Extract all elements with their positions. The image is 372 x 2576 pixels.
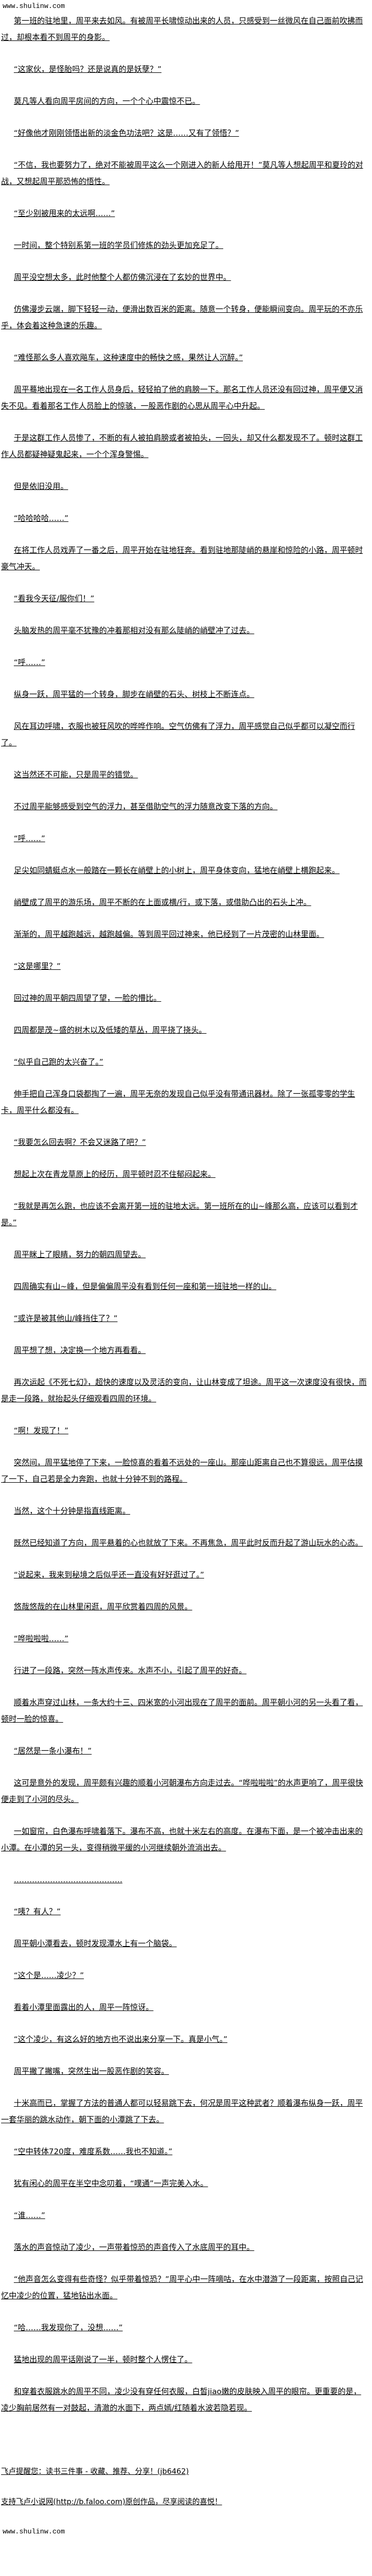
paragraph: 四周都是茂~盛的树木以及低矮的草丛，周平挠了挠头。	[14, 1026, 207, 1035]
paragraph: 周平想了想，决定换一个地方再看看。	[14, 1346, 146, 1355]
paragraph: 纵身一跃，周平猛的一个转身，脚步在峭壁的石头、树枝上不断连点。	[14, 690, 255, 699]
site-header: www.shulinw.com	[3, 2, 65, 10]
paragraph: 伸手把自己浑身口袋都掏了一遍，周平无奈的发现自己似乎没有带通讯器材。除了一张孤零…	[1, 1090, 356, 1115]
paragraph: 周平没空想太多，此时他整个人都仿佛沉浸在了玄妙的世界中。	[14, 273, 231, 282]
paragraph: 看着小潭里面露出的人，周平一阵惊讶。	[14, 2003, 154, 2012]
paragraph: “哗啦啦啦……”	[14, 1634, 69, 1643]
paragraph: 一如窗帘，白色瀑布呼啸着落下。瀑布不高，也就十米左右的高度。在瀑布下面，是一个被…	[1, 1827, 363, 1852]
paragraph: 这可是意外的发现，周平颇有兴趣的顺着小河朝瀑布方向走过去。“哗啦啦啦”的水声更响…	[1, 1779, 363, 1804]
paragraph: 周平撇了撇嘴，突然生出一股恶作剧的笑容。	[14, 2067, 169, 2076]
paragraph: 不过周平能够感受到空气的浮力，甚至借助空气的浮力随意改变下落的方向。	[14, 802, 278, 811]
paragraph: 莫凡等人看向周平房间的方向，一个个心中震惊不已。	[14, 97, 200, 106]
paragraph: 足尖如同蜻蜓点水一般踏在一颗长在峭壁上的小树上，周平身体变向，猛地在峭壁上横跑起…	[14, 866, 340, 875]
paragraph: 既然已经知道了方向，周平悬着的心也就放了下来。不再焦急，周平此时反而升起了游山玩…	[14, 1539, 363, 1548]
paragraph: “不信，我也要努力了，绝对不能被周平这么一个刚进入的新人给甩开！”莫凡等人想起周…	[1, 161, 363, 186]
paragraph: 周平朝小潭看去，顿时发现潭水上有一个脑袋。	[14, 1939, 177, 1948]
paragraph: “我要怎么回去啊？不会又迷路了吧？”	[14, 1138, 146, 1147]
paragraph: 落水的声音惊动了凌少，一声带着惊恐的声音传入了水底周平的耳中。	[14, 2243, 255, 2252]
paragraph: “似乎自己跑的太兴奋了。”	[14, 1058, 104, 1067]
paragraph: “看我今天征/服你们！”	[14, 594, 95, 603]
paragraph: “说起来，我来到秘境之后似乎还一直没有好好逛过了。”	[14, 1570, 205, 1580]
paragraph: 这当然还不可能，只是周平的错觉。	[14, 770, 138, 779]
empty-paragraph	[0, 2432, 372, 2448]
paragraph: “难怪那么多人喜欢飚车，这种速度中的畅快之感，果然让人沉醉。”	[14, 353, 243, 362]
paragraph: 周平蓦地出现在一名工作人员身后，轻轻拍了他的肩膀一下。那名工作人员还没有回过神，…	[1, 385, 363, 411]
paragraph: 于是这群工作人员惨了，不断的有人被拍肩膀或者被拍头，一回头，却又什么都发现不了。…	[1, 434, 363, 459]
faloo-support-link[interactable]: 支持飞卢小说网(http://b.faloo.com)原创作品，尽享阅读的喜悦！	[1, 2498, 222, 2506]
chapter-content: 第一班的驻地里，周平来去如风。有被周平长啸惊动出来的人员，只感受到一丝微风在自己…	[0, 13, 368, 2416]
paragraph: 顺着水声穿过山林，一条大约十三、四米宽的小河出现在了周平的面前。周平朝小河的另一…	[1, 1698, 363, 1724]
paragraph: “哈哈哈哈……”	[14, 514, 69, 523]
paragraph: 猛地出现的周平话刚说了一半，顿时整个人愣住了。	[14, 2355, 192, 2364]
paragraph: “至少别被甩来的太远啊……”	[14, 209, 115, 218]
paragraph: 峭壁成了周平的游乐场，周平不断的在上面或横/行，或下落，或借助凸出的石头上冲。	[14, 898, 311, 907]
paragraph: “他声音怎么变得有些奇怪？似乎带着惊恐？”周平心中一阵嘀咕，在水中潜游了一段距离…	[1, 2275, 363, 2300]
paragraph: “我就是再怎么跑，也应该不会离开第一班的驻地太远。第一班所在的山~峰那么高，应该…	[1, 1202, 358, 1227]
paragraph: “这是哪里？”	[14, 962, 61, 971]
paragraph: “谁……”	[14, 2211, 45, 2220]
paragraph: “咦？有人？”	[14, 1907, 61, 1916]
paragraph: 想起上次在青龙草原上的经历，周平顿时忍不住郁闷起来。	[14, 1170, 216, 1179]
paragraph: “呼……”	[14, 658, 45, 667]
paragraph: 一时间，整个特别系第一班的学员们修炼的劲头更加充足了。	[14, 241, 224, 250]
paragraph: 当然，这个十分钟是指直线距离。	[14, 1507, 130, 1516]
paragraph: 悠哉悠哉的在山林里闲逛，周平欣赏着四周的风景。	[14, 1602, 192, 1611]
paragraph: “这个是……凌少？”	[14, 1971, 84, 1980]
paragraph: 渐渐的，周平越跑越远，越跑越偏。等到周平回过神来，他已经到了一片茂密的山林里面。	[14, 930, 324, 939]
paragraph: ……………………………………	[14, 1875, 123, 1884]
paragraph: 十米高而已，掌握了方法的普通人都可以轻易跳下去，何况是周平这种武者？顺着瀑布纵身…	[1, 2099, 363, 2124]
paragraph: 第一班的驻地里，周平来去如风。有被周平长啸惊动出来的人员，只感受到一丝微风在自己…	[1, 16, 363, 42]
paragraph: “这个凌少，有这么好的地方也不说出来分享一下。真是小气。”	[14, 2035, 227, 2044]
paragraph: 回过神的周平朝四周望了望，一脸的懵比。	[14, 994, 162, 1003]
paragraph: “啊！发现了！”	[14, 1426, 69, 1435]
paragraph: 在将工作人员戏弄了一番之后，周平开始在驻地狂奔。看到驻地那陡峭的悬崖和惊险的小路…	[1, 546, 363, 571]
paragraph: 再次运起《不死七幻》，超快的速度以及灵活的变向，让山林变成了坦途。周平这一次速度…	[1, 1378, 367, 1403]
paragraph: 和穿着衣服跳水的周平不同，凌少没有穿任何衣服，白皙jiao嫩的皮肤映入周平的眼帘…	[1, 2387, 361, 2413]
paragraph: “好像他才刚刚领悟出新的淡金色功法吧？这是……又有了领悟？”	[14, 129, 239, 138]
paragraph: 但是依旧没用。	[14, 482, 69, 491]
paragraph: 风在耳边呼啸，衣服也被狂风吹的哗哗作响。空气仿佛有了浮力，周平感觉自己似乎都可以…	[1, 722, 356, 747]
paragraph: 犹有闲心的周平在半空中念叨着，“噗通”一声完美入水。	[14, 2179, 208, 2188]
paragraph: 头脑发热的周平毫不犹豫的冲着那相对没有那么陡峭的峭壁冲了过去。	[14, 626, 255, 635]
paragraph: “或许是被其他山/峰挡住了？”	[14, 1314, 118, 1323]
paragraph: “这家伙，是怪胎吗？还是说真的是妖孽？”	[14, 65, 162, 74]
faloo-reminder: 飞卢提醒您：读书三件事 - 收藏、推荐、分享！(jb6462)	[1, 2467, 189, 2476]
paragraph: 周平眯上了眼睛，努力的朝四周望去。	[14, 1250, 146, 1259]
paragraph: “居然是一条小瀑布！”	[14, 1747, 92, 1756]
paragraph: 突然间，周平猛地停了下来，一脸惊喜的看着不远处的一座山。那座山距离自己也不算很远…	[1, 1458, 363, 1484]
paragraph: 仿佛漫步云端，脚下轻轻一动，便滑出数百米的距离。随意一个转身，便能瞬间变向。周平…	[1, 305, 363, 330]
paragraph: “空中转体720度，难度系数……我也不知道。”	[14, 2147, 173, 2156]
paragraph: 行进了一段路，突然一阵水声传来。水声不小，引起了周平的好奇。	[14, 1666, 247, 1675]
paragraph: 四周确实有山~峰，但是偏偏周平没有看到任何一座和第一班驻地一样的山。	[14, 1282, 276, 1291]
paragraph: “呼……”	[14, 834, 45, 843]
paragraph: “哈……我发现你了，没想……”	[14, 2323, 123, 2332]
site-footer: www.shulinw.com	[3, 2528, 65, 2536]
